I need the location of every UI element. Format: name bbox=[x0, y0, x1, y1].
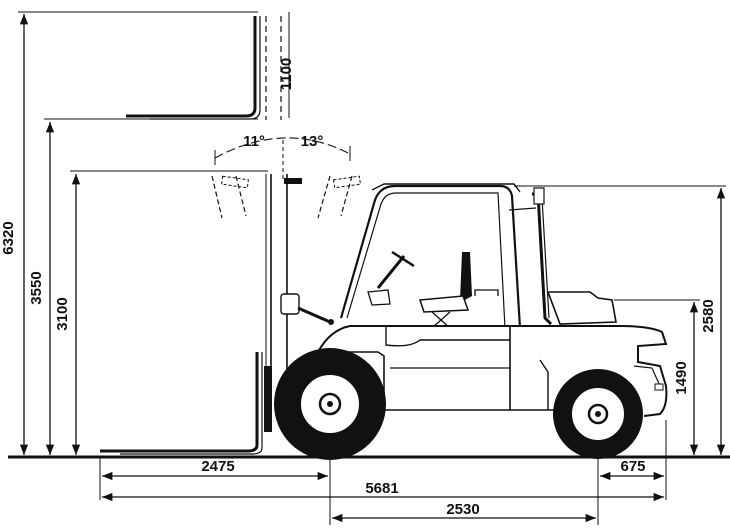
overall-height-label: 6320 bbox=[0, 221, 17, 254]
rear-overhang-label: 675 bbox=[620, 458, 645, 475]
overall-height-dimension bbox=[18, 11, 258, 455]
rear-wheel bbox=[553, 369, 643, 459]
fork-height-label: 3100 bbox=[54, 297, 71, 330]
cab-height-dimension bbox=[514, 185, 726, 455]
rear-height-label: 1490 bbox=[673, 361, 690, 394]
tilt-forward-label: 11° bbox=[243, 133, 265, 150]
tilt-backward-label: 13° bbox=[301, 133, 324, 150]
mast bbox=[100, 174, 334, 455]
overall-length-label: 5681 bbox=[365, 480, 398, 497]
wheelbase-label: 2530 bbox=[446, 501, 479, 518]
lift-height-label: 3550 bbox=[28, 271, 45, 304]
front-wheel bbox=[274, 348, 386, 460]
raised-forks bbox=[126, 16, 282, 120]
fork-height-dimension bbox=[70, 170, 268, 455]
fork-extension-label: 1100 bbox=[278, 58, 295, 91]
cab-height-label: 2580 bbox=[700, 299, 717, 332]
extension-lines-bottom bbox=[99, 420, 667, 525]
fork-length-label: 2475 bbox=[201, 458, 234, 475]
tilt-indicators bbox=[211, 137, 361, 219]
rear-height-dimension bbox=[614, 299, 700, 455]
